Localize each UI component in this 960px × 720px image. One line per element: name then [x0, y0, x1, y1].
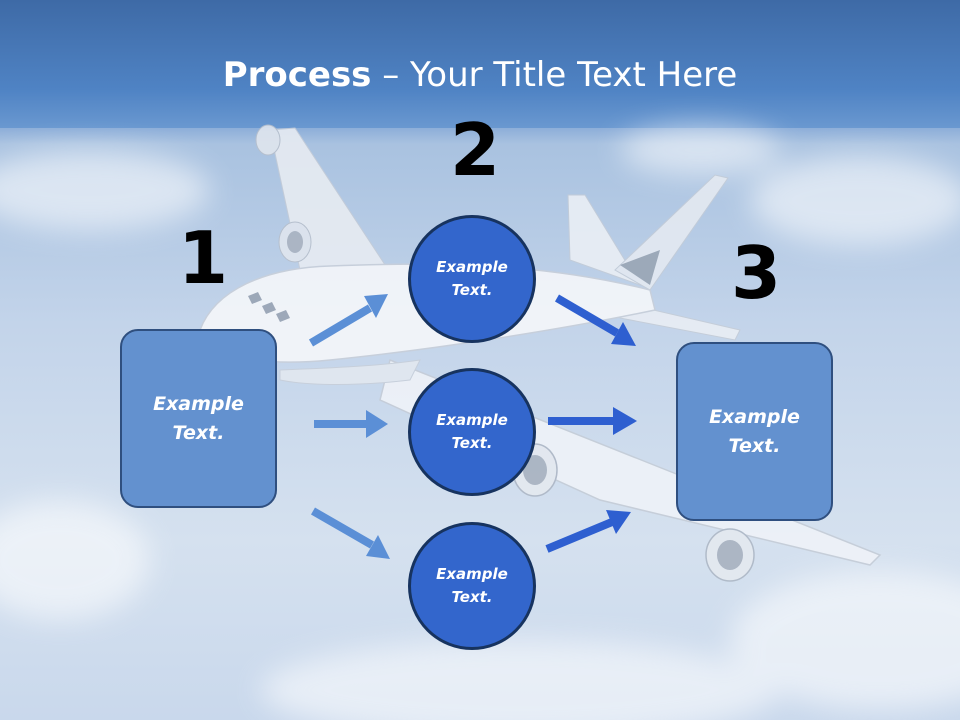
step-1-number: 1: [178, 216, 229, 300]
step-1-text: Example Text.: [153, 392, 244, 444]
title-rest: – Your Title Text Here: [371, 55, 738, 95]
step-2-text-top: Example Text.: [436, 258, 508, 299]
step-2-number: 2: [450, 108, 501, 192]
arrow-1-to-bottom: [311, 507, 390, 559]
title-bold: Process: [222, 55, 372, 95]
arrow-1-to-middle: [314, 410, 388, 438]
step-1-box: Example Text.: [120, 329, 277, 508]
header-band: [0, 0, 960, 128]
step-2-text-middle: Example Text.: [436, 411, 508, 452]
arrow-bottom-to-3: [545, 510, 631, 553]
step-2-circle-bottom: Example Text.: [408, 522, 536, 650]
step-3-text: Example Text.: [709, 405, 800, 457]
arrow-top-to-3: [554, 294, 636, 346]
step-2-text-bottom: Example Text.: [436, 565, 508, 606]
arrow-middle-to-3: [548, 407, 637, 435]
step-2-circle-middle: Example Text.: [408, 368, 536, 496]
slide-title: Process – Your Title Text Here: [0, 50, 960, 100]
arrow-1-to-top: [308, 294, 388, 347]
step-2-circle-top: Example Text.: [408, 215, 536, 343]
step-3-box: Example Text.: [676, 342, 833, 521]
step-3-number: 3: [731, 231, 782, 315]
